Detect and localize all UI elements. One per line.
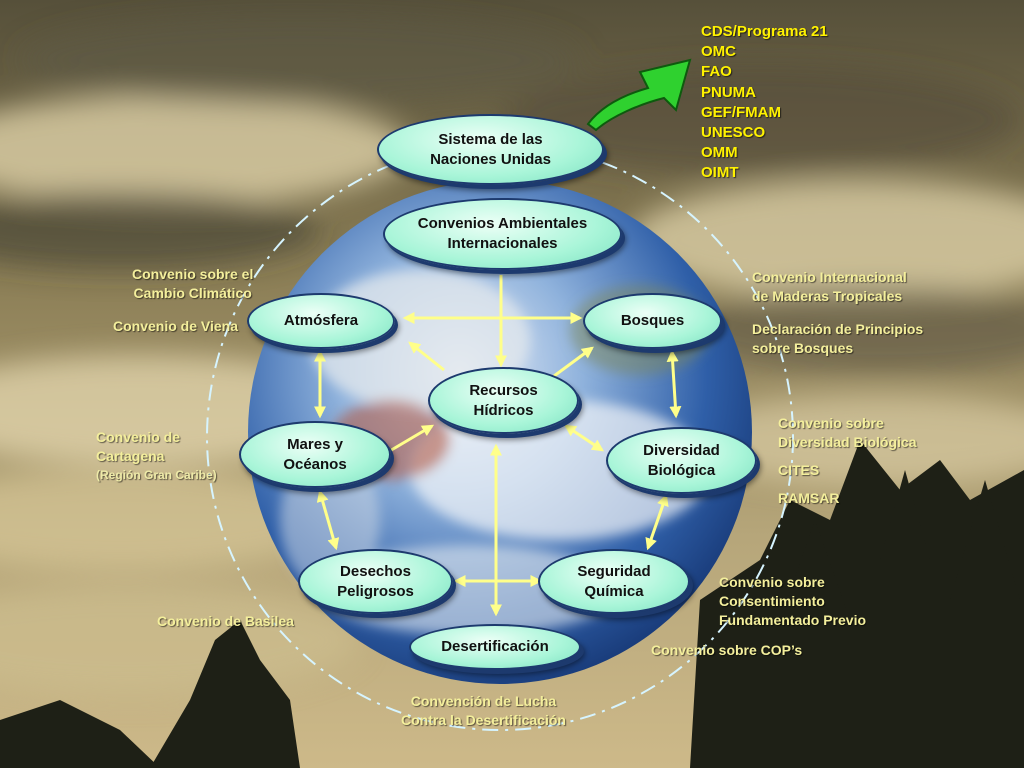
label-diversidad-biologica: Convenio sobre Diversidad Biológica xyxy=(778,414,916,452)
node-text: Peligrosos xyxy=(337,582,414,600)
label-viena: Convenio de Viena xyxy=(113,318,238,334)
label-line: Convenio sobre xyxy=(719,574,825,590)
list-item: FAO xyxy=(701,63,732,81)
node-text: Internacionales xyxy=(447,235,558,252)
list-item: OMC xyxy=(701,43,736,61)
label-line: Consentimiento xyxy=(719,593,825,609)
label-line: Fundamentado Previo xyxy=(719,612,867,628)
label-basilea: Convenio de Basilea xyxy=(157,613,294,629)
list-item: CDS/Programa 21 xyxy=(701,23,828,40)
node-text: Diversidad xyxy=(643,441,720,459)
label-cartagena: Convenio de Cartagena (Región Gran Carib… xyxy=(96,428,217,485)
label-line: (Región Gran Caribe) xyxy=(96,468,217,482)
label-line: Contra la Desertificación xyxy=(401,712,566,728)
list-item: GEF/FMAM xyxy=(701,103,781,121)
label-line: Convenio sobre el xyxy=(132,266,254,282)
node-mares-oceanos: Mares y Océanos xyxy=(239,421,391,488)
label-ramsar: RAMSAR xyxy=(778,490,840,506)
label-cops: Convenio sobre COP’s xyxy=(651,642,803,658)
tree-silhouettes xyxy=(0,440,1024,768)
label-line: Convenio Internacional xyxy=(752,269,907,285)
node-text: Bosques xyxy=(620,312,685,329)
curved-green-arrow xyxy=(586,58,692,132)
un-agencies-list: CDS/Programa 21 OMC FAO PNUMA GEF/FMAM U… xyxy=(701,22,828,184)
arrow-recursos-bosques xyxy=(553,346,594,378)
label-lucha-desertificacion: Convención de Lucha Contra la Desertific… xyxy=(401,692,566,730)
label-line: Convenio de xyxy=(96,429,181,445)
node-text: Océanos xyxy=(283,455,347,473)
label-line: Diversidad Biológica xyxy=(778,434,917,450)
arrow-mares-desechos xyxy=(316,489,340,551)
node-text: Sistema de las xyxy=(438,130,543,148)
node-atmosfera: Atmósfera xyxy=(247,293,395,349)
arrow-recursos-atmosfera xyxy=(408,341,445,372)
label-cites: CITES xyxy=(778,462,820,478)
node-text: Hídricos xyxy=(473,401,534,419)
node-desertificacion: Desertificación xyxy=(409,624,581,670)
node-text: Desechos xyxy=(340,562,411,580)
node-text: Química xyxy=(584,582,644,600)
label-line: Cambio Climático xyxy=(133,285,252,301)
list-item: OMM xyxy=(701,144,738,162)
label-maderas-tropicales: Convenio Internacional de Maderas Tropic… xyxy=(752,268,907,306)
connector-arrows xyxy=(314,275,682,617)
arrow-recursos-mares xyxy=(387,424,435,454)
label-line: sobre Bosques xyxy=(752,340,854,356)
arrow-recursos-diversidad xyxy=(564,424,604,452)
node-text: Naciones Unidas xyxy=(430,150,551,168)
list-item: OIMT xyxy=(701,164,739,182)
label-line: Cartagena xyxy=(96,448,165,464)
node-text: Atmósfera xyxy=(283,312,359,329)
arrow-bosques-diversidad xyxy=(666,349,682,419)
node-text: Convenios Ambientales xyxy=(417,215,588,232)
node-text: Desertificación xyxy=(441,638,549,655)
node-bosques: Bosques xyxy=(583,293,722,349)
label-line: Declaración de Principios xyxy=(752,321,924,337)
dash-dot-ring xyxy=(206,143,794,731)
label-consentimiento: Convenio sobre Consentimiento Fundamenta… xyxy=(719,573,866,630)
list-item: UNESCO xyxy=(701,124,766,142)
label-line: de Maderas Tropicales xyxy=(752,288,903,304)
arrow-diversidad-seguridad xyxy=(645,493,669,551)
node-text: Recursos xyxy=(469,381,538,399)
label-line: Convención de Lucha xyxy=(410,693,557,709)
list-item: PNUMA xyxy=(701,83,756,101)
node-text: Biológica xyxy=(647,461,716,479)
label-line: Convenio sobre xyxy=(778,415,884,431)
label-cambio-climatico: Convenio sobre el Cambio Climático xyxy=(132,265,253,303)
node-text: Mares y xyxy=(287,435,343,453)
label-principios-bosques: Declaración de Principios sobre Bosques xyxy=(752,320,923,358)
node-text: Seguridad xyxy=(577,562,651,580)
